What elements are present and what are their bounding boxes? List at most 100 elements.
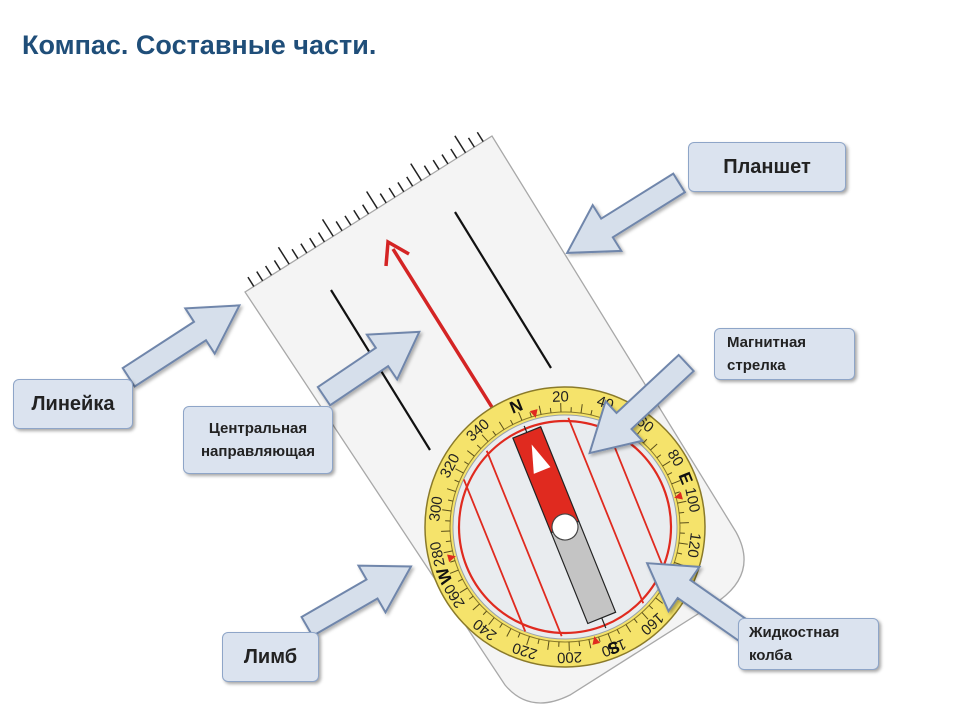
ruler-tick [410,163,423,181]
bezel-tick [590,409,593,416]
bezel-tick [506,628,512,637]
bezel-tick [558,641,560,647]
ruler-tick [321,218,334,237]
bezel-tick [667,472,673,476]
bezel-label: W [432,564,456,587]
ruler-tick [256,271,264,282]
label-limb: Лимб [222,632,319,682]
bezel-label: 100 [681,486,703,514]
bezel-label: 80 [664,447,687,470]
ruler-tick [291,248,299,259]
bezel-tick [441,530,451,532]
bezel-tick [455,468,464,474]
bezel-tick [464,461,469,465]
bezel-tick [679,511,685,514]
ruler-tick [467,137,475,148]
bezel-tick [449,569,459,574]
bezel-tick [549,407,552,413]
ruler-tick [366,191,378,209]
bezel-tick [547,640,550,650]
bezel-tick [538,405,542,415]
ruler-tick [264,265,273,276]
ruler-tick [361,204,370,215]
bezel-tick [568,641,570,651]
bezel-tick [633,618,638,624]
callout-arrow-lineyka [121,304,242,388]
bezel-tick [457,578,463,582]
bezel-tick [678,542,688,545]
bezel-tick [560,403,562,413]
bezel-tick [459,587,468,594]
label-planshet-text: Планшет [723,155,811,178]
ruler-tick [277,246,290,265]
bezel-tick [677,500,687,504]
bezel-tick [450,560,456,563]
callout-arrow-planshet [565,172,687,254]
ruler-tick [344,215,352,226]
callout-arrow-central [316,330,421,407]
ruler-tick [397,182,405,193]
bezel-tick [446,488,456,492]
ruler-scale [247,131,484,287]
compass-housing: 2040608010012014016018020022024026028030… [424,386,706,668]
bezel-tick [526,636,530,646]
label-central-line2: направляющая [200,443,316,460]
ruler-tick [450,148,458,159]
bezel-tick [510,419,514,425]
bezel-tick [481,434,489,442]
bezel-tick [648,605,654,610]
bezel-tick [625,624,632,633]
bezel-tick [662,460,671,467]
bezel-tick [492,430,497,436]
bezel-tick [445,540,451,543]
bezel-tick [443,550,453,554]
ruler-tick [335,221,343,232]
cardinal-marker [592,636,601,645]
bezel-tick [650,443,658,451]
ruler-tick [441,154,449,165]
callout-arrow-limb [300,564,413,638]
bezel-tick [499,623,503,628]
label-capsule-line1: Жидкостная [749,624,840,641]
cardinal-marker [447,554,456,563]
label-magnetic-needle: Магнитная стрелка [714,328,855,380]
ruler-tick [273,260,281,271]
page-title: Компас. Составные части. [22,30,377,60]
label-magnetic-line1: Магнитная [727,334,807,351]
bezel-tick [445,520,451,522]
bezel-tick [447,499,454,502]
cardinal-marker [529,409,538,418]
ruler-tick [353,209,361,220]
bezel-tick [518,411,523,421]
label-lineyka: Линейка [13,379,133,429]
label-lineyka-text: Линейка [31,392,115,415]
bezel-label: 220 [510,639,539,663]
bezel-tick [679,532,685,534]
bezel-tick [498,421,505,430]
bezel-tick [641,612,649,620]
bezel-tick [570,407,572,413]
bezel-tick [607,633,612,643]
ruler-tick [476,131,484,142]
bezel-tick [529,412,532,418]
orienting-lines [462,417,668,637]
ruler-tick [423,165,431,176]
bezel-tick [468,595,474,600]
bezel-tick [655,597,664,604]
bezel-label: 120 [684,532,704,559]
label-magnetic-line2: стрелка [727,357,786,374]
label-planshet: Планшет [688,142,846,192]
cardinal-marker [674,491,683,500]
bezel-tick [676,552,683,555]
bezel-tick [537,638,540,645]
bezel-label: 300 [426,495,446,522]
callout-arrow-magnetic [588,353,696,455]
bezel-tick [598,636,601,642]
magnetic-needle [512,426,617,625]
label-capsule-line2: колба [749,647,793,664]
bezel-tick [472,603,480,611]
bezel-tick [588,639,592,649]
bezel-tick [466,450,475,457]
bezel-tick [578,641,581,647]
